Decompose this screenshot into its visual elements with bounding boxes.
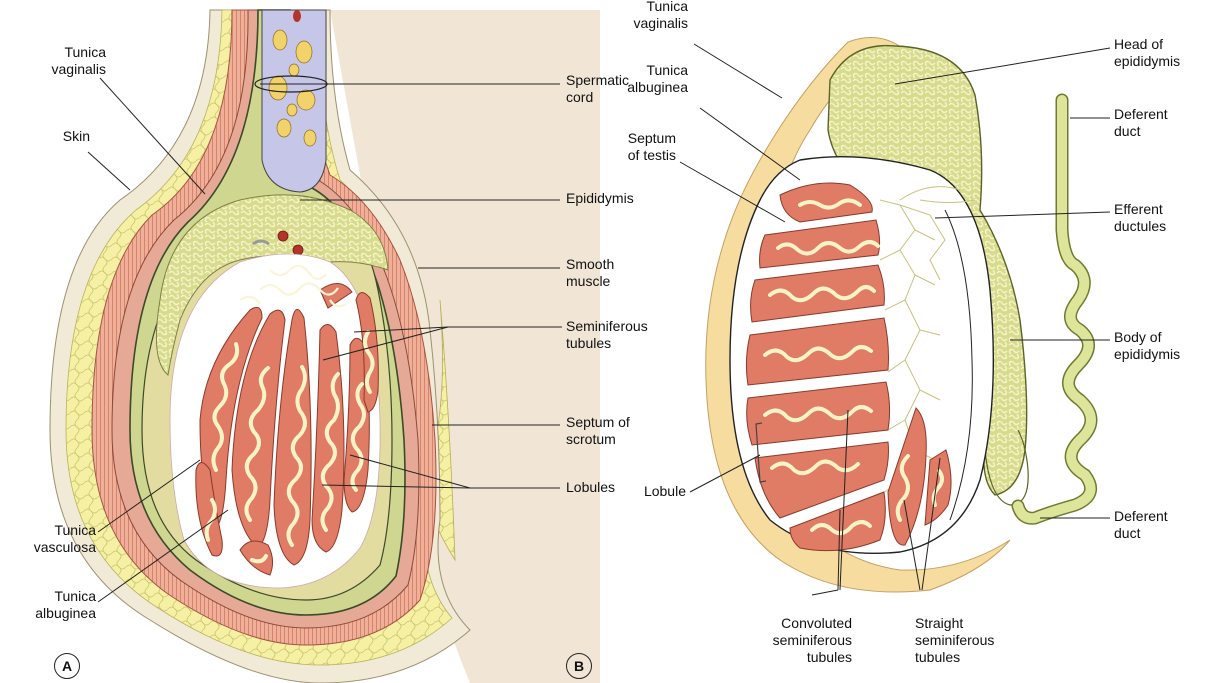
deferent-duct-shape — [1018, 100, 1091, 518]
label-tunica-albuginea-a: Tunica albuginea — [10, 588, 96, 622]
label-septum-of-testis: Septum of testis — [590, 130, 676, 164]
label-seminiferous-tubules: Seminiferous tubules — [566, 318, 686, 352]
label-convoluted-seminiferous-tubules: Convoluted seminiferous tubules — [730, 615, 852, 666]
panel-b-tag: B — [566, 653, 592, 679]
label-lobule: Lobule — [600, 483, 686, 500]
label-epididymis: Epididymis — [566, 190, 676, 207]
spermatic-cord-shape — [262, 10, 326, 192]
panel-a-drawing — [50, 10, 600, 683]
label-deferent-duct-bottom: Deferent duct — [1114, 508, 1204, 542]
label-efferent-ductules: Efferent ductules — [1114, 201, 1204, 235]
label-tunica-vasculosa: Tunica vasculosa — [10, 522, 96, 556]
label-tunica-vaginalis-a: Tunica vaginalis — [26, 44, 106, 78]
label-septum-of-scrotum: Septum of scrotum — [566, 414, 676, 448]
panel-a-tag: A — [54, 653, 80, 679]
label-body-of-epididymis: Body of epididymis — [1114, 329, 1204, 363]
label-tunica-albuginea-b: Tunica albuginea — [590, 62, 688, 96]
label-straight-seminiferous-tubules: Straight seminiferous tubules — [915, 615, 1025, 666]
label-tunica-vaginalis-b: Tunica vaginalis — [590, 0, 688, 32]
label-skin: Skin — [30, 128, 90, 145]
label-deferent-duct-top: Deferent duct — [1114, 106, 1204, 140]
label-smooth-muscle: Smooth muscle — [566, 256, 676, 290]
panel-b-drawing — [706, 38, 1091, 593]
label-head-of-epididymis: Head of epididymis — [1114, 36, 1204, 70]
